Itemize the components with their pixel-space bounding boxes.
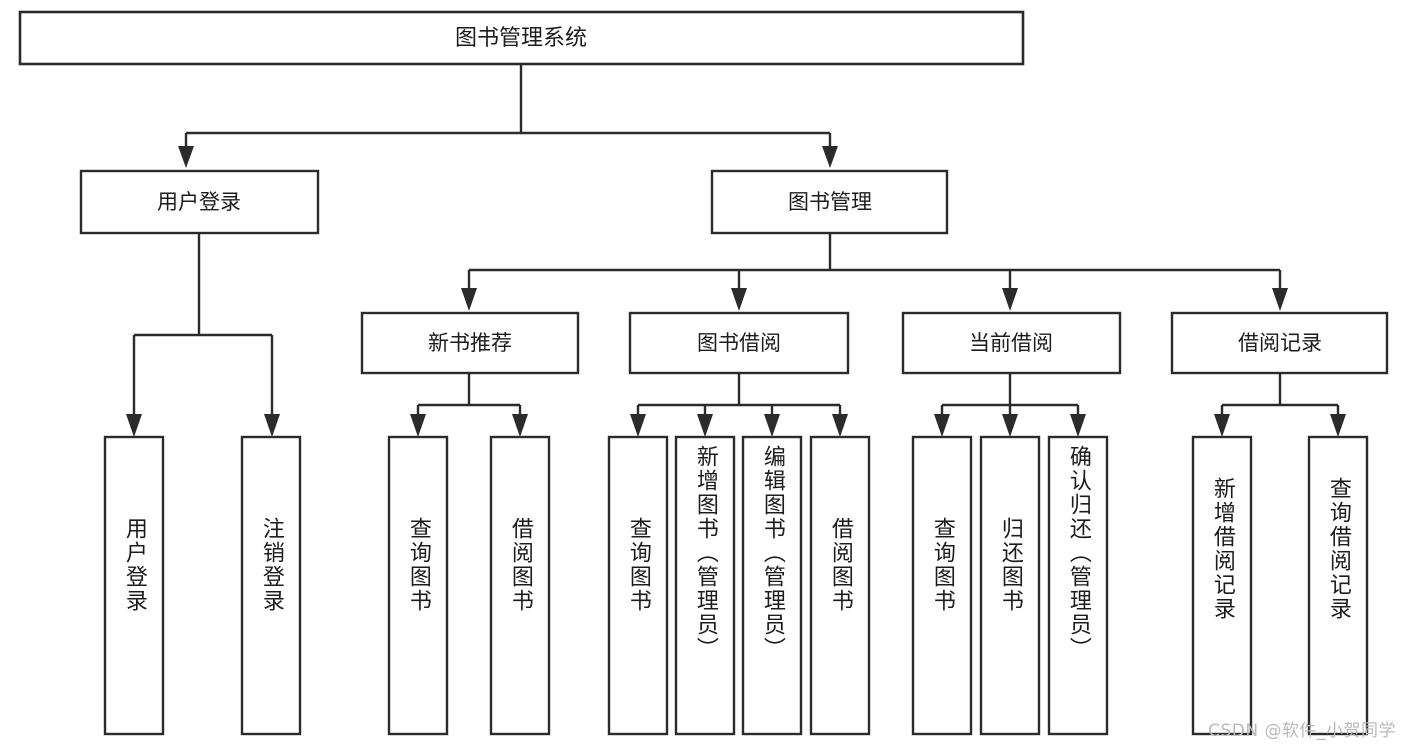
node-root[interactable]: 图书管理系统 <box>18 10 1025 66</box>
leaf-box-record-1[interactable] <box>1307 435 1369 736</box>
node-current-borrow-label: 当前借阅 <box>969 331 1053 355</box>
connector-recommend-to-leaves <box>410 373 528 437</box>
leaf-box-current-1[interactable] <box>979 435 1041 736</box>
node-book-management[interactable]: 图书管理 <box>710 169 949 235</box>
leaf-box-current-2[interactable] <box>1047 435 1109 736</box>
node-book-borrow[interactable]: 图书借阅 <box>628 311 850 375</box>
leaf-box-borrow-3[interactable] <box>809 435 871 736</box>
node-new-book-recommend-label: 新书推荐 <box>428 331 512 355</box>
leaf-box-user-login-1[interactable] <box>240 435 302 736</box>
leaf-box-recommend-0[interactable] <box>387 435 449 736</box>
leaf-box-user-login-0[interactable] <box>103 435 165 736</box>
connector-bookmgmt-to-level3 <box>461 233 1288 311</box>
node-book-borrow-label: 图书借阅 <box>697 331 781 355</box>
node-new-book-recommend[interactable]: 新书推荐 <box>360 311 580 375</box>
connector-userlogin-to-leaves <box>126 233 280 437</box>
leaf-box-current-0[interactable] <box>911 435 973 736</box>
node-user-login-label: 用户登录 <box>157 190 241 214</box>
node-borrow-record[interactable]: 借阅记录 <box>1170 311 1389 375</box>
watermark-text: CSDN @软件_小贺同学 <box>1208 721 1396 741</box>
leaf-box-borrow-0[interactable] <box>607 435 669 736</box>
leaf-box-borrow-2[interactable] <box>741 435 803 736</box>
node-current-borrow[interactable]: 当前借阅 <box>901 311 1122 375</box>
leaf-box-recommend-1[interactable] <box>489 435 551 736</box>
node-book-management-label: 图书管理 <box>788 190 872 214</box>
node-borrow-record-label: 借阅记录 <box>1238 331 1322 355</box>
node-user-login[interactable]: 用户登录 <box>79 169 320 235</box>
connector-root-to-level2 <box>178 64 838 168</box>
connector-borrow-to-leaves <box>630 373 848 437</box>
connector-record-to-leaves <box>1214 373 1346 437</box>
leaf-box-record-0[interactable] <box>1191 435 1253 736</box>
connector-current-to-leaves <box>934 373 1086 437</box>
leaf-box-borrow-1[interactable] <box>674 435 736 736</box>
node-root-label: 图书管理系统 <box>455 26 587 51</box>
